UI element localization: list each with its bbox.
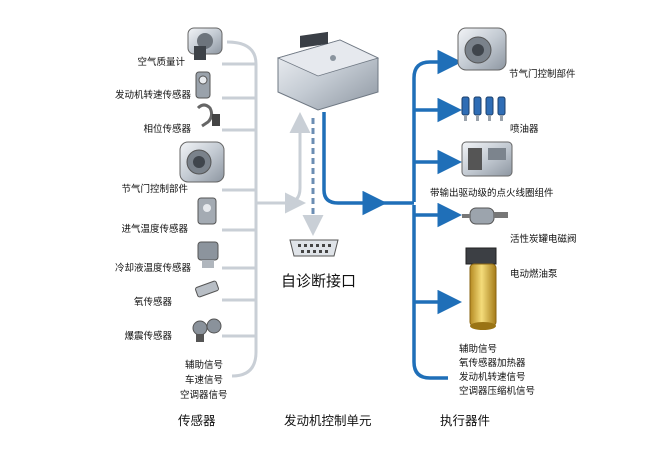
actuator-extra-ac-compressor: 空调器压缩机信号 (459, 386, 536, 397)
actuator-extra-o2-heater: 氧传感器加热器 (459, 358, 526, 369)
injector-image (461, 96, 506, 121)
diagnostic-connector-image (289, 239, 339, 257)
ecu-output-line (322, 112, 387, 216)
fuel-pump-image (465, 247, 497, 330)
sensor-extra-ac: 空调器信号 (180, 390, 228, 401)
actuator-label-throttle: 节气门控制部件 (509, 69, 576, 80)
sensor-label-phase: 相位传感器 (143, 124, 191, 135)
phase-sensor-image (196, 103, 220, 128)
knock-sensor-image (192, 318, 222, 342)
ecu-column-title: 发动机控制单元 (284, 413, 372, 428)
throttle-actuator-image (457, 27, 507, 71)
ecu-unit-image (276, 31, 380, 111)
sensor-lines (222, 40, 311, 378)
air-mass-meter-image (187, 27, 223, 60)
evap-canister-valve-image (462, 207, 508, 225)
actuator-label-ignition-coil: 带输出驱动级的点火线圈组件 (430, 188, 554, 199)
sensor-extra-vehicle-speed: 车速信号 (185, 375, 224, 386)
sensors-column-title: 传感器 (178, 413, 216, 428)
sensor-label-engine-speed: 发动机转速传感器 (114, 90, 191, 101)
sensor-extra-auxiliary: 辅助信号 (185, 360, 224, 371)
coolant-temp-sensor-image (197, 241, 219, 268)
actuator-label-injector: 喷油器 (510, 124, 539, 135)
throttle-body-sensor-image (179, 141, 225, 183)
sensor-bus-line (226, 40, 258, 378)
oxygen-sensor-image (195, 280, 219, 298)
sensor-label-knock: 爆震传感器 (124, 331, 172, 342)
actuators-column-title: 执行器件 (440, 413, 491, 428)
actuator-label-evap-valve: 活性炭罐电磁阀 (510, 234, 577, 245)
engine-speed-sensor-image (195, 71, 211, 99)
actuator-extra-auxiliary: 辅助信号 (459, 344, 498, 355)
sensor-label-air-mass: 空气质量计 (137, 57, 185, 68)
sensor-label-throttle: 节气门控制部件 (121, 184, 188, 195)
sensor-label-coolant-temp: 冷却液温度传感器 (114, 263, 191, 274)
sensor-label-oxygen: 氧传感器 (133, 297, 172, 308)
ignition-coil-image (461, 141, 513, 177)
actuator-extra-engine-speed: 发动机转速信号 (459, 372, 526, 383)
intake-temp-sensor-image (197, 197, 217, 225)
diagnostic-interface-label: 自诊断接口 (281, 272, 357, 290)
actuator-lines (322, 49, 462, 380)
sensor-label-intake-temp: 进气温度传感器 (121, 224, 188, 235)
actuator-label-fuel-pump: 电动燃油泵 (510, 269, 558, 280)
